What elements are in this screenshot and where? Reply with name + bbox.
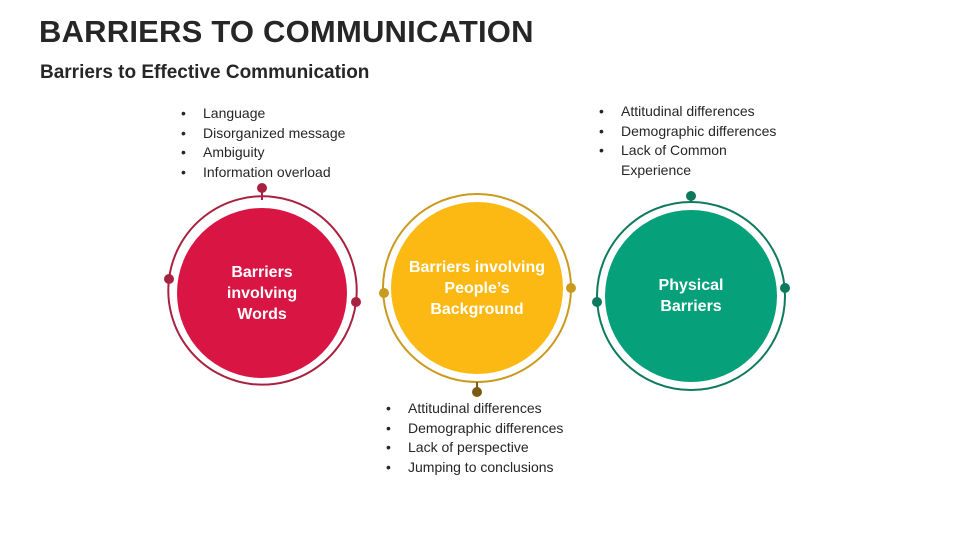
list-item: Attitudinal differences (597, 102, 797, 122)
circle-words-left-dot (164, 274, 174, 284)
list-item: Demographic differences (597, 122, 797, 142)
list-item: Demographic differences (384, 419, 604, 439)
circle-words-label: Barriers involving Words (226, 263, 298, 323)
circle-words-right-dot (351, 297, 361, 307)
circle-physical-left-dot (592, 297, 602, 307)
circle-physical (592, 191, 790, 391)
circle-physical-top-dot (686, 191, 696, 201)
list-item: Jumping to conclusions (384, 458, 604, 478)
physical-bullet-list: Attitudinal differences Demographic diff… (597, 102, 797, 180)
circle-background-right-dot (566, 283, 576, 293)
background-bullet-list: Attitudinal differences Demographic diff… (384, 399, 604, 477)
circle-background-bottom-dot (472, 387, 482, 397)
circle-words (164, 183, 361, 386)
list-item: Disorganized message (179, 124, 379, 144)
circle-background-label: Barriers involving People’s Background (408, 258, 546, 318)
page-title: BARRIERS TO COMMUNICATION (39, 14, 534, 49)
list-item: Lack of Common Experience (597, 141, 797, 180)
circle-physical-label: Physical Barriers (658, 277, 724, 315)
circle-words-ring (168, 195, 358, 303)
list-item: Language (179, 104, 379, 124)
words-bullet-list: Language Disorganized message Ambiguity … (179, 104, 379, 182)
list-item: Lack of perspective (384, 438, 604, 458)
list-item: Attitudinal differences (384, 399, 604, 419)
circle-background (379, 193, 576, 397)
circle-background-left-dot (379, 288, 389, 298)
circle-words-top-dot (257, 183, 267, 193)
circle-background-fill (391, 202, 563, 374)
circle-physical-fill (605, 210, 777, 382)
circle-words-ring-gap (167, 278, 357, 386)
circle-words-fill (177, 208, 347, 378)
circle-physical-right-dot (780, 283, 790, 293)
page-subtitle: Barriers to Effective Communication (40, 62, 370, 83)
list-item: Information overload (179, 163, 379, 183)
list-item: Ambiguity (179, 143, 379, 163)
